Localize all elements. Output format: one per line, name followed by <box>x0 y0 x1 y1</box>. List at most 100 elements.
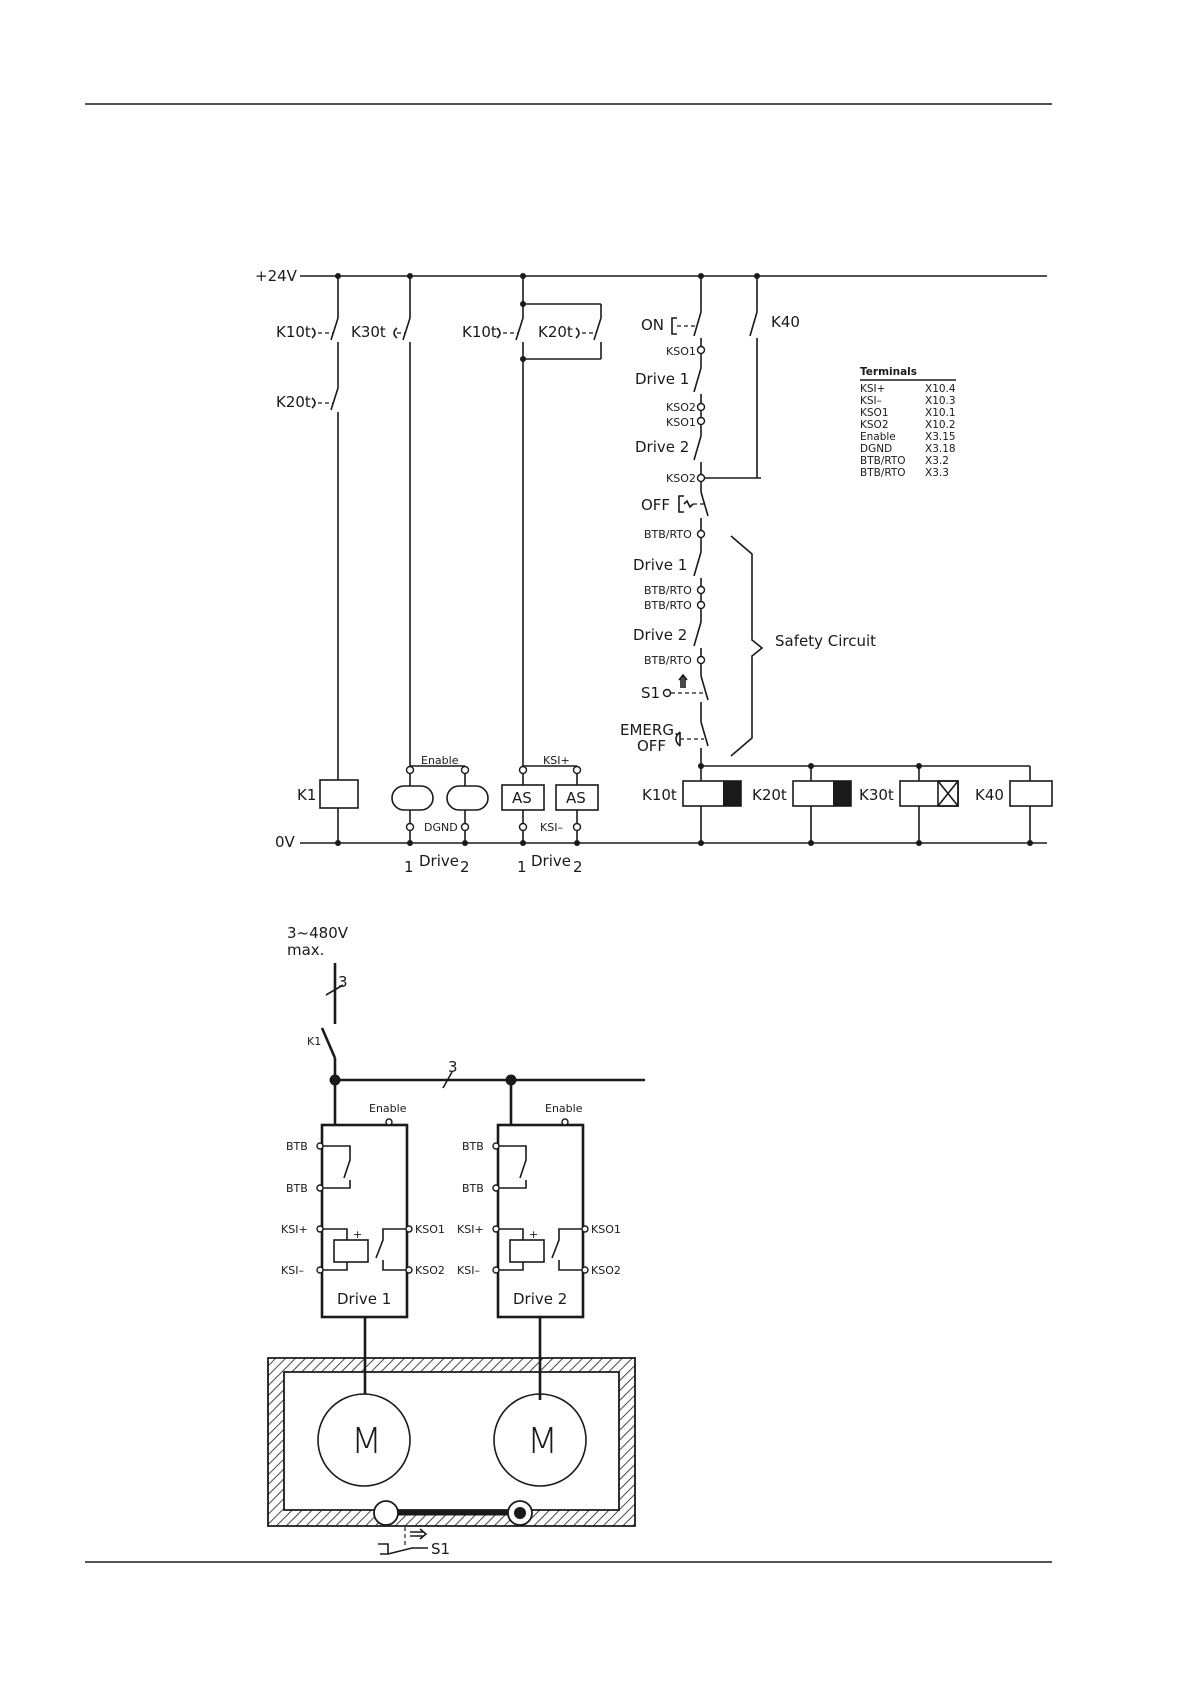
btb-rto-terminal-b <box>696 585 706 595</box>
drive2-btb-label-1: BTB <box>462 1140 484 1153</box>
k20t-label-coil: K20t <box>752 786 787 804</box>
drive2-ksi-coil <box>509 1239 545 1263</box>
k40-label-contact: K40 <box>771 313 800 331</box>
dgnd-terminal-2 <box>460 822 470 832</box>
k1-branch: K10t K20t K1 <box>276 276 359 843</box>
terminals-row-0-pin: X10.4 <box>925 383 956 395</box>
terminals-row-7-pin: X3.3 <box>925 467 949 479</box>
emerg-off-label: OFF <box>637 737 666 755</box>
emerg-label: EMERG. <box>620 721 679 739</box>
ksi-plus-terminal-1 <box>518 765 528 775</box>
terminals-row-2-pin: X10.1 <box>925 407 956 419</box>
drive-index-1a: 1 <box>404 858 414 876</box>
k10t-label-coil: K10t <box>642 786 677 804</box>
supply-max-label: max. <box>287 941 324 959</box>
drive1-box: Enable BTB BTB KSI+ KSI– + KSO1 KSO2 Dri… <box>281 1102 445 1394</box>
drive-index-2b: 2 <box>573 858 583 876</box>
k40-label-coil: K40 <box>975 786 1004 804</box>
drive-index-2a: 2 <box>460 858 470 876</box>
enable-input-drive1 <box>391 785 434 811</box>
kso2-terminal-b <box>696 473 706 483</box>
guard-hinge-left <box>373 1500 399 1526</box>
drive1-contact-label-b: Drive 1 <box>633 556 687 574</box>
terminals-row-4-pin: X3.15 <box>925 431 956 443</box>
k40-coil <box>1009 780 1053 807</box>
enable-terminal-1 <box>405 765 415 775</box>
k30t-label-1: K30t <box>351 323 386 341</box>
svg-text:+: + <box>353 1228 362 1241</box>
control-circuit: +24V 0V K10t K <box>255 267 1053 876</box>
k1-label-power: K1 <box>307 1035 321 1048</box>
btb-rto-terminal-a <box>696 529 706 539</box>
ksi-minus-terminal-1 <box>518 822 528 832</box>
rail-label-24v: +24V <box>255 267 298 285</box>
terminals-row-5-pin: X3.18 <box>925 443 956 455</box>
terminals-row-3-pin: X10.2 <box>925 419 956 431</box>
rail-label-0v: 0V <box>275 833 296 851</box>
motor-1-label: M <box>351 1421 382 1462</box>
s1-arrow-icon <box>678 673 688 688</box>
drive1-box-label: Drive 1 <box>337 1290 391 1308</box>
k1-main-contact <box>320 1027 337 1059</box>
ksi-minus-label-ctrl: KSI– <box>540 821 563 834</box>
s1-label-power: S1 <box>431 1540 450 1558</box>
btb-rto-label-c: BTB/RTO <box>644 599 692 612</box>
enable-label-ctrl: Enable <box>421 754 459 767</box>
drive2-kso2-label: KSO2 <box>591 1264 621 1277</box>
btb-rto-label-a: BTB/RTO <box>644 528 692 541</box>
kso2-label-a: KSO2 <box>666 401 696 414</box>
terminals-row-3-name: KSO2 <box>860 419 889 431</box>
s1-door-arrow-icon <box>410 1528 428 1540</box>
dgnd-label: DGND <box>424 821 458 834</box>
drive2-contact-label-b: Drive 2 <box>633 626 687 644</box>
terminals-row-6-pin: X3.2 <box>925 455 949 467</box>
ksi-minus-terminal-2 <box>572 822 582 832</box>
drive1-btb-label-1: BTB <box>286 1140 308 1153</box>
drive1-ksi-plus-label: KSI+ <box>281 1223 308 1236</box>
k20t-label-2: K20t <box>538 323 573 341</box>
k30t-label-coil: K30t <box>859 786 894 804</box>
terminals-table-title: Terminals <box>860 366 917 378</box>
s1-label-ctrl: S1 <box>641 684 660 702</box>
k10t-coil-delay <box>723 781 741 806</box>
k30t-coil <box>899 780 959 807</box>
terminals-row-6-name: BTB/RTO <box>860 455 906 467</box>
s1-knob <box>662 688 672 698</box>
terminals-row-2-name: KSO1 <box>860 407 889 419</box>
kso1-terminal-a <box>696 345 706 355</box>
drive1-enable-label: Enable <box>369 1102 407 1115</box>
drive1-ksi-coil <box>333 1239 369 1263</box>
terminals-row-0-name: KSI+ <box>860 383 885 395</box>
as-label-1: AS <box>512 789 532 807</box>
as-label-2: AS <box>566 789 586 807</box>
k1-label: K1 <box>297 786 316 804</box>
phase-count-label-2: 3 <box>448 1058 458 1076</box>
safety-circuit-label: Safety Circuit <box>775 632 876 650</box>
supply-voltage-label: 3~480V <box>287 924 349 942</box>
k20t-coil-delay <box>833 781 851 806</box>
kso1-terminal-b <box>696 416 706 426</box>
kso2-label-b: KSO2 <box>666 472 696 485</box>
safety-circuit-brace <box>730 535 764 757</box>
drive2-contact-label-a: Drive 2 <box>635 438 689 456</box>
safety-chain: ON KSO1 Drive 1 KSO2 KSO1 Drive 2 KSO2 <box>620 276 1030 767</box>
drive2-ksi-plus-label: KSI+ <box>457 1223 484 1236</box>
k1-coil <box>319 779 359 809</box>
drive2-btb-label-2: BTB <box>462 1182 484 1195</box>
drive1-kso1-label: KSO1 <box>415 1223 445 1236</box>
k10t-label-2: K10t <box>462 323 497 341</box>
svg-text:+: + <box>529 1228 538 1241</box>
drive-index-1b: 1 <box>517 858 527 876</box>
kso2-terminal-a <box>696 402 706 412</box>
btb-rto-terminal-d <box>696 655 706 665</box>
ksi-branch: K10t K20t KSI+ AS AS KSI– 1 Driv <box>462 276 602 876</box>
power-circuit: 3~480V max. 3 K1 3 Enable BTB BTB KSI+ K… <box>267 924 645 1558</box>
s1-door-switch <box>378 1543 428 1555</box>
enable-terminal-2 <box>460 765 470 775</box>
terminals-row-7-name: BTB/RTO <box>860 467 906 479</box>
off-label: OFF <box>641 496 670 514</box>
on-label: ON <box>641 316 664 334</box>
k40-branch: K40 <box>749 276 800 478</box>
kso1-label-b: KSO1 <box>666 416 696 429</box>
dgnd-terminal-1 <box>405 822 415 832</box>
